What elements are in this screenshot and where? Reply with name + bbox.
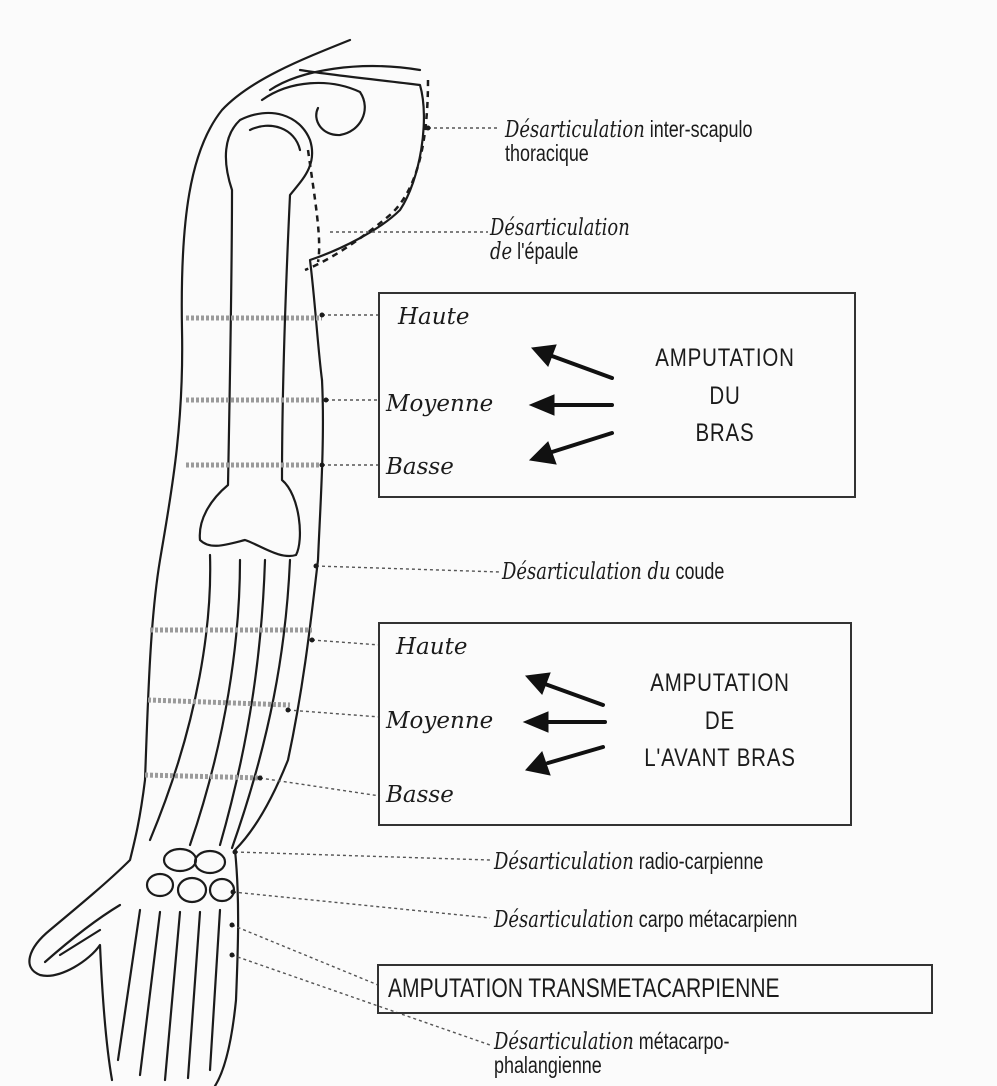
title-line: DE [622, 703, 819, 741]
label-coude: Désarticulation du coude [502, 560, 787, 584]
label-radio-carpienne: Désarticulation radio-carpienne [494, 850, 839, 874]
label-line2: phalangienne [494, 1052, 602, 1078]
amputation-avant-bras-title: AMPUTATION DE L'AVANT BRAS [622, 665, 819, 778]
title-line: BRAS [631, 415, 820, 453]
label-inter-scapulo-thoracique: Désarticulation inter-scapulo thoracique [505, 118, 822, 165]
amputation-bras-title: AMPUTATION DU BRAS [631, 340, 820, 453]
label-text: radio-carpienne [639, 848, 764, 874]
level-basse: Basse [386, 454, 454, 480]
level-basse: Basse [386, 782, 454, 808]
label-line2: l'épaule [517, 238, 578, 264]
level-haute: Haute [396, 634, 467, 660]
level-haute: Haute [398, 304, 469, 330]
title-line: AMPUTATION [631, 340, 820, 378]
title-line: AMPUTATION [622, 665, 819, 703]
label-line2-italic: de [490, 239, 512, 265]
label-italic: Désarticulation [494, 849, 634, 875]
label-text: inter-scapulo [650, 116, 753, 142]
label-line2: thoracique [505, 140, 589, 166]
level-moyenne: Moyenne [386, 391, 493, 417]
label-epaule: Désarticulation de l'épaule [490, 216, 669, 264]
label-italic: Désarticulation du [502, 559, 671, 585]
label-text: carpo métacarpienn [639, 906, 798, 932]
label-italic: Désarticulation [494, 907, 634, 933]
label-text: métacarpo- [639, 1028, 730, 1054]
title-line: DU [631, 378, 820, 416]
level-moyenne: Moyenne [386, 708, 493, 734]
amputation-transmetacarpienne-label: AMPUTATION TRANSMETACARPIENNE [388, 975, 890, 1002]
label-text: coude [675, 558, 724, 584]
label-metacarpo-phalangienne: Désarticulation métacarpo- phalangienne [494, 1030, 796, 1077]
title-line: L'AVANT BRAS [622, 740, 819, 778]
label-carpo-metacarpienne: Désarticulation carpo métacarpienn [494, 908, 883, 932]
transmetacarpienne-text: AMPUTATION TRANSMETACARPIENNE [388, 975, 780, 1002]
